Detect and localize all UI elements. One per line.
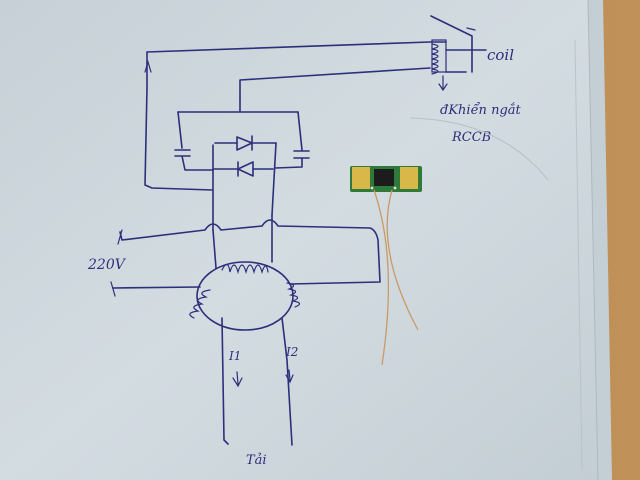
label-current-2: I2 bbox=[285, 345, 298, 359]
circuit-drawing bbox=[110, 15, 487, 446]
paper-sheet bbox=[0, 0, 598, 480]
label-current-1: I1 bbox=[228, 349, 241, 363]
toroid-transformer bbox=[189, 261, 301, 446]
label-trip-mechanism: đKhiển ngắt bbox=[440, 102, 522, 118]
supply-lines bbox=[110, 214, 381, 297]
label-load: Tải bbox=[246, 453, 267, 468]
rccb-pcb-module bbox=[350, 166, 422, 366]
solenoid-coil-symbol bbox=[430, 15, 487, 92]
tantalum-capacitor-left bbox=[352, 167, 370, 189]
label-voltage: 220V bbox=[87, 257, 127, 273]
label-rccb: RCCB bbox=[451, 130, 491, 145]
tantalum-capacitor-right bbox=[400, 167, 418, 189]
ic-chip bbox=[374, 169, 394, 186]
label-coil: coil bbox=[487, 46, 514, 64]
rectifier-bridge bbox=[174, 97, 310, 231]
